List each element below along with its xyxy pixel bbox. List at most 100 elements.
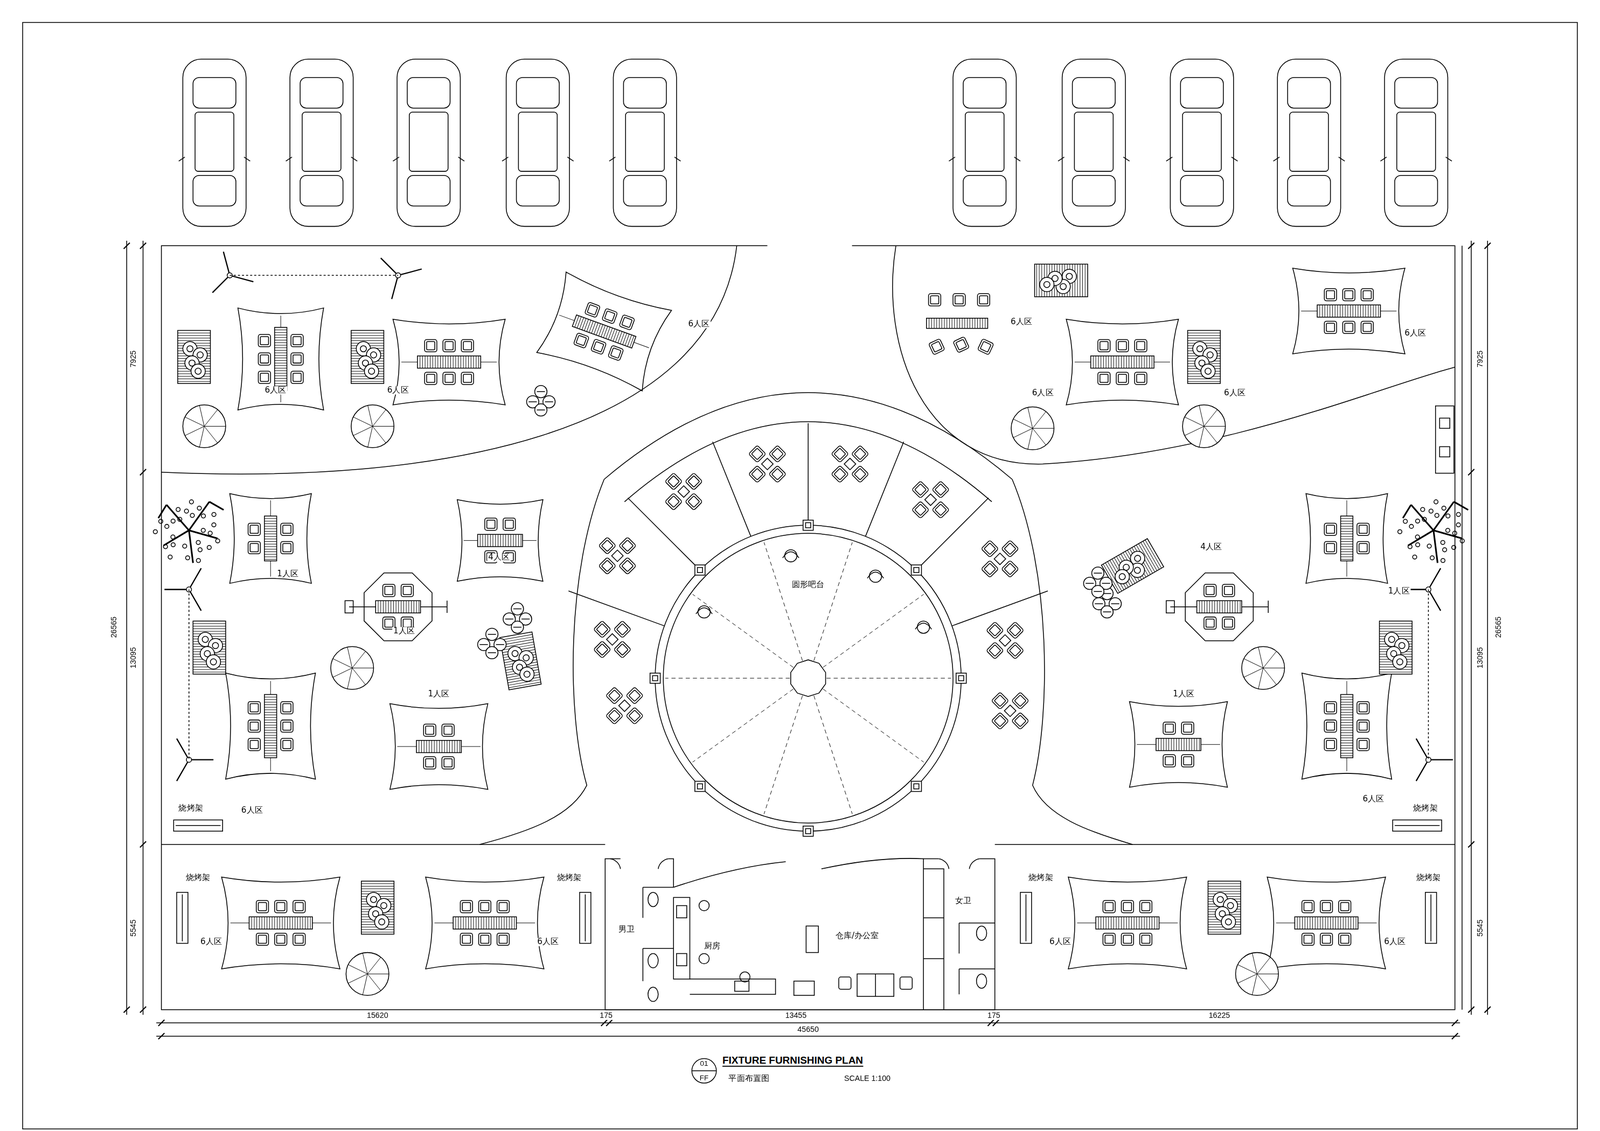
table-slat <box>395 600 397 614</box>
zone-label: 6人区 <box>1361 795 1386 805</box>
chair-seat <box>621 560 633 572</box>
tree-branch <box>1204 426 1226 427</box>
chair <box>1011 712 1029 730</box>
chair <box>1360 288 1374 302</box>
dimension-text: 5545 <box>129 918 138 938</box>
chair-seat <box>1104 935 1113 944</box>
chair <box>1324 738 1337 751</box>
table-slat <box>387 600 389 614</box>
tree-foliage <box>196 540 201 545</box>
dimension-text: 13095 <box>129 646 138 670</box>
table-slat <box>496 916 497 930</box>
dimension-tick <box>1468 469 1474 476</box>
tent-canopy <box>1292 268 1405 354</box>
stool <box>479 644 488 646</box>
tree-branch <box>1204 409 1218 427</box>
car-roof <box>195 112 234 172</box>
tree-foliage <box>184 509 189 514</box>
zone-label: 女卫 <box>954 897 973 907</box>
table-slat <box>1187 337 1221 339</box>
table-slat <box>1352 304 1354 318</box>
table-slat <box>1340 717 1354 719</box>
table-slat <box>1302 916 1303 930</box>
tree-branch <box>1237 974 1258 984</box>
table-slat <box>478 916 479 930</box>
tent-canopy <box>392 319 505 406</box>
car-rear-window <box>1287 175 1331 207</box>
radial-line <box>814 542 853 662</box>
chair-seat <box>934 483 946 496</box>
zone-boundary <box>161 245 737 475</box>
table-slat <box>1304 916 1306 930</box>
chair-seat <box>1322 935 1331 944</box>
table-slat <box>264 753 277 754</box>
car-symbol <box>1380 59 1452 227</box>
table-slat <box>492 534 494 547</box>
planter <box>370 896 377 903</box>
light-arm <box>189 589 202 611</box>
table-slat <box>1297 916 1298 930</box>
chair <box>280 720 294 733</box>
building-wall <box>1461 245 1463 1010</box>
car-symbol <box>1058 59 1130 227</box>
dimension-text: 13095 <box>1476 646 1485 670</box>
chair-seat <box>1141 902 1150 911</box>
chair-seat <box>854 448 866 460</box>
planter <box>1044 281 1050 288</box>
table-slat <box>520 534 522 547</box>
cook-figure <box>739 972 750 983</box>
stool <box>545 401 554 403</box>
chair-seat <box>955 339 967 351</box>
table-slat <box>419 356 421 369</box>
chair-seat <box>282 543 291 552</box>
office-desk <box>857 974 894 997</box>
car-mirror <box>458 157 465 162</box>
chair-seat <box>989 644 1001 657</box>
zone-label: 6人区 <box>1009 317 1034 327</box>
car-windshield <box>1072 77 1116 109</box>
table-slat <box>503 916 505 930</box>
chair <box>1302 900 1315 914</box>
table-slat <box>501 916 503 930</box>
planter <box>522 654 530 662</box>
chair-seat <box>426 374 435 383</box>
car-mirror <box>609 157 616 162</box>
stool <box>485 647 499 660</box>
sink <box>1439 446 1450 457</box>
table-slat <box>351 378 385 380</box>
table-slat <box>1340 556 1354 558</box>
table-slat <box>1378 304 1379 318</box>
chair <box>1342 288 1355 302</box>
dimension-text: 26565 <box>1494 615 1504 639</box>
tree-branch <box>352 668 366 685</box>
chair-seat <box>402 586 412 595</box>
table-slat <box>1340 528 1354 530</box>
tree-symbol <box>182 405 226 449</box>
table-slat <box>251 916 253 930</box>
light-hub <box>394 272 402 279</box>
zone-label: 6人区 <box>199 938 224 948</box>
table-slat <box>1084 263 1086 297</box>
planter <box>1392 655 1408 670</box>
tree-branch <box>1013 419 1033 429</box>
striped-table <box>264 516 277 561</box>
table-slat <box>1340 531 1354 532</box>
light-arm <box>386 275 404 299</box>
table-slat <box>304 916 306 930</box>
planter <box>380 902 387 909</box>
bar-counter <box>663 533 953 824</box>
light-arm <box>176 738 190 760</box>
table-slat <box>1095 356 1097 369</box>
table-slat <box>272 916 273 930</box>
bbq-rack <box>1392 819 1442 832</box>
table-slat <box>931 318 932 329</box>
chair-seat <box>833 468 846 480</box>
table-slat <box>506 916 507 930</box>
chair-seat <box>914 483 927 496</box>
cook-figure <box>699 954 710 965</box>
table-slat <box>509 916 510 930</box>
planter <box>1066 273 1073 280</box>
pergola-beam <box>627 497 700 570</box>
table-slat <box>1360 304 1361 318</box>
zone-label: 厨房 <box>703 942 722 951</box>
